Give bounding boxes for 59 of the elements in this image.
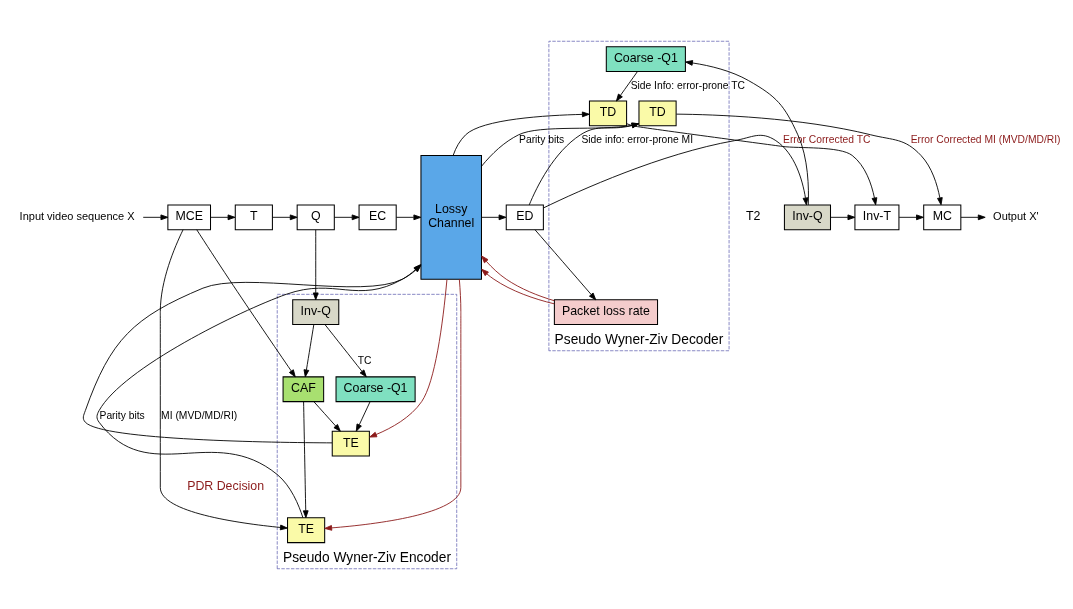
node-box: Coarse -Q1 <box>605 45 686 72</box>
arrow <box>675 113 943 205</box>
arrow <box>534 228 597 300</box>
node-box: Coarse -Q1 <box>335 375 416 402</box>
arrow <box>830 213 856 220</box>
node-text: Output X' <box>993 209 1039 222</box>
arrow <box>196 228 296 377</box>
arrow <box>481 213 507 220</box>
arrow <box>481 122 640 167</box>
node-box: CAF <box>282 375 325 402</box>
edge-label: Side info: error-prone MI <box>581 133 694 145</box>
arrow <box>303 323 315 377</box>
arrow <box>142 213 169 220</box>
arrow <box>543 134 809 208</box>
arrow <box>369 278 448 437</box>
arrow <box>313 400 341 432</box>
arrow <box>159 228 288 530</box>
node-box: TD <box>638 100 677 126</box>
arrow <box>272 213 298 220</box>
arrow <box>395 213 422 220</box>
edge-label: Parity bits <box>519 133 565 145</box>
arrow <box>333 213 360 220</box>
node-box: Lossy Channel <box>420 154 482 280</box>
node-box: ED <box>505 203 544 230</box>
arrow <box>898 213 924 220</box>
arrow <box>324 278 462 531</box>
node-box: Q <box>296 203 335 230</box>
label: T2 <box>745 208 761 223</box>
edge-label: Error Corrected MI (MVD/MD/RI) <box>910 133 1061 145</box>
arrow <box>615 70 638 101</box>
node-box: TE <box>287 516 326 543</box>
node-box: EC <box>358 203 397 230</box>
edge-label: Parity bits <box>99 409 145 421</box>
arrow <box>355 400 371 432</box>
arrow <box>685 59 809 205</box>
node-box: MCE <box>167 203 212 230</box>
arrow <box>960 213 986 220</box>
arrow <box>302 400 309 518</box>
arrow <box>481 255 555 301</box>
node-text: Input video sequence X <box>19 209 135 222</box>
edge-label: MI (MVD/MD/RI) <box>161 409 238 421</box>
node-box: Inv-Q <box>292 298 340 325</box>
node-box: T <box>234 203 273 230</box>
edge-label: TC <box>357 354 372 366</box>
node-box: Packet loss rate <box>553 298 659 325</box>
node-box: Inv-Q <box>783 203 832 230</box>
node-box: Inv-T <box>854 203 900 230</box>
node-box: TD <box>588 100 628 126</box>
arrow <box>324 323 367 377</box>
arrow <box>481 268 555 304</box>
edge-label: Side Info: error-prone TC <box>630 79 745 91</box>
arrow <box>626 122 878 205</box>
label: PDR Decision <box>187 478 265 493</box>
arrow <box>210 213 236 220</box>
node-box: TE <box>331 430 370 456</box>
node-box: MC <box>923 203 962 230</box>
arrow <box>528 122 640 205</box>
arrow <box>312 228 319 300</box>
arrow <box>452 111 590 156</box>
